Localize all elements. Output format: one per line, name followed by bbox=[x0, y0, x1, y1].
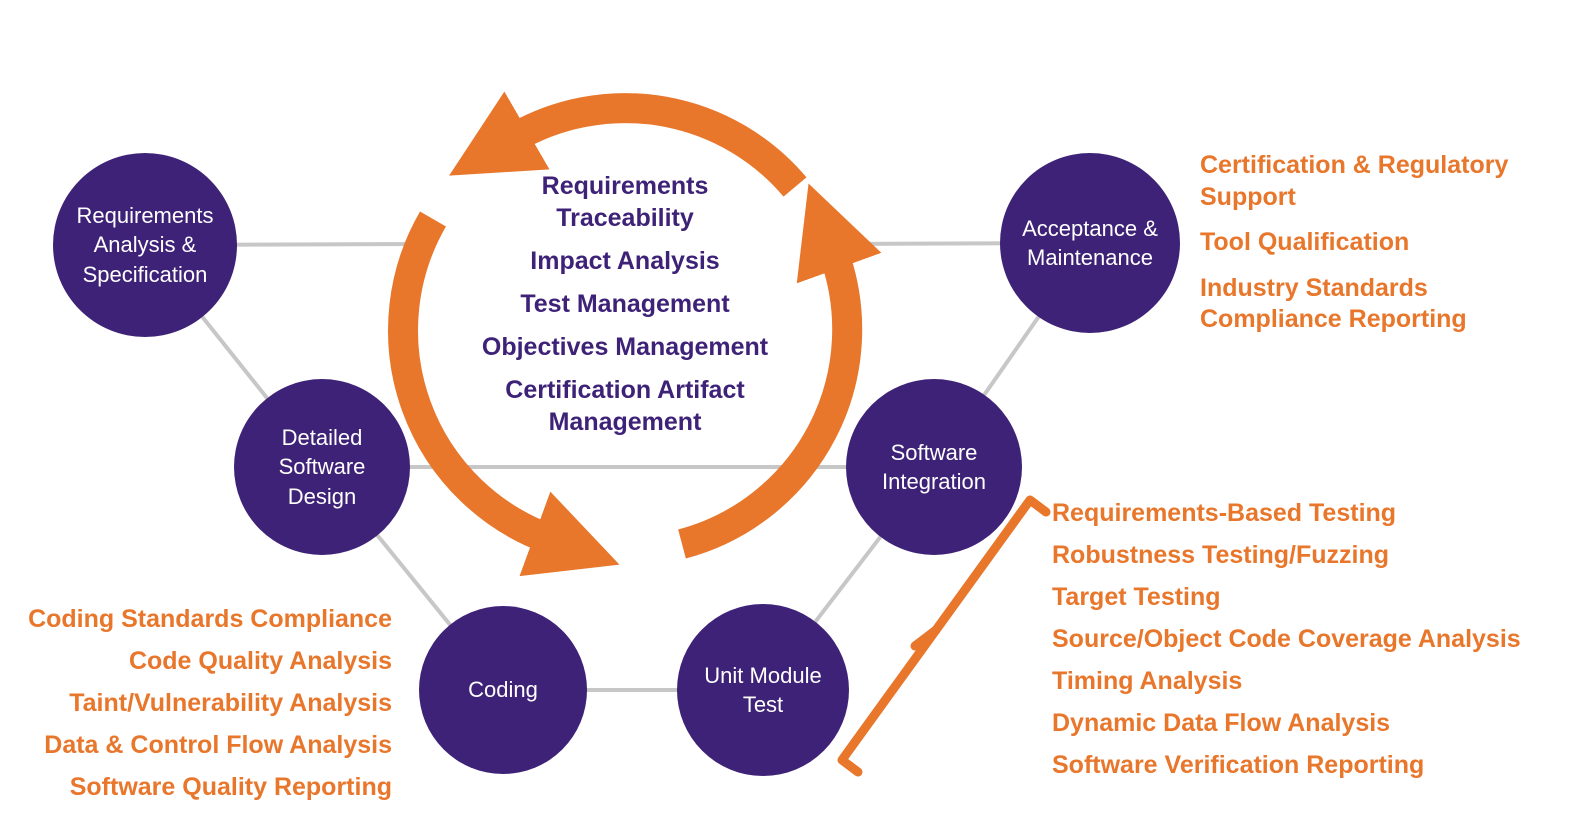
list-item: Impact Analysis bbox=[530, 247, 720, 275]
list-item: Test Management bbox=[520, 290, 730, 318]
node-software-integration: Software Integration bbox=[846, 379, 1022, 555]
list-item: Dynamic Data Flow Analysis bbox=[1052, 709, 1391, 737]
node-label: Detailed Software Design bbox=[278, 425, 366, 509]
cycle-arrow-right-icon bbox=[678, 183, 882, 559]
cycle-arrow-top-icon bbox=[449, 91, 807, 197]
coding-capabilities-list: Coding Standards Compliance Code Quality… bbox=[8, 598, 392, 808]
bracket-tick bbox=[910, 625, 941, 651]
node-label: Acceptance & Maintenance bbox=[1022, 215, 1158, 270]
cycle-arrow-left-icon bbox=[388, 211, 620, 577]
node-label: Software Integration bbox=[882, 439, 986, 494]
list-item: Certification Artifact Management bbox=[505, 376, 745, 436]
grouping-bracket bbox=[837, 495, 1051, 777]
center-capabilities-list: Requirements Traceability Impact Analysi… bbox=[480, 170, 770, 449]
list-item: Data & Control Flow Analysis bbox=[44, 731, 392, 759]
node-label: Unit Module Test bbox=[704, 662, 822, 717]
list-item: Timing Analysis bbox=[1052, 667, 1243, 695]
list-item: Robustness Testing/Fuzzing bbox=[1052, 541, 1390, 569]
node-label: Requirements Analysis & Specification bbox=[76, 203, 214, 287]
acceptance-capabilities-list: Certification & Regulatory Support Tool … bbox=[1200, 150, 1560, 350]
list-item: Industry Standards Compliance Reporting bbox=[1200, 273, 1467, 334]
verification-capabilities-list: Requirements-Based Testing Robustness Te… bbox=[1052, 492, 1582, 786]
list-item: Certification & Regulatory Support bbox=[1200, 151, 1509, 211]
list-item: Objectives Management bbox=[481, 333, 769, 361]
list-item: Requirements Traceability bbox=[541, 172, 709, 232]
list-item: Target Testing bbox=[1052, 583, 1221, 611]
list-item: Coding Standards Compliance bbox=[28, 605, 392, 633]
list-item: Taint/Vulnerability Analysis bbox=[69, 689, 392, 717]
list-item: Source/Object Code Coverage Analysis bbox=[1052, 625, 1521, 653]
node-acceptance-maintenance: Acceptance & Maintenance bbox=[1000, 153, 1180, 333]
list-item: Tool Qualification bbox=[1200, 228, 1410, 256]
list-item: Software Quality Reporting bbox=[69, 773, 392, 801]
node-detailed-software-design: Detailed Software Design bbox=[234, 379, 410, 555]
node-coding: Coding bbox=[419, 606, 587, 774]
list-item: Requirements-Based Testing bbox=[1052, 499, 1397, 527]
node-unit-module-test: Unit Module Test bbox=[677, 604, 849, 776]
iteration-cycle-arrow bbox=[388, 91, 882, 577]
node-requirements-analysis-specification: Requirements Analysis & Specification bbox=[53, 153, 237, 337]
list-item: Software Verification Reporting bbox=[1052, 751, 1425, 779]
node-label: Coding bbox=[468, 677, 538, 703]
list-item: Code Quality Analysis bbox=[128, 647, 392, 675]
